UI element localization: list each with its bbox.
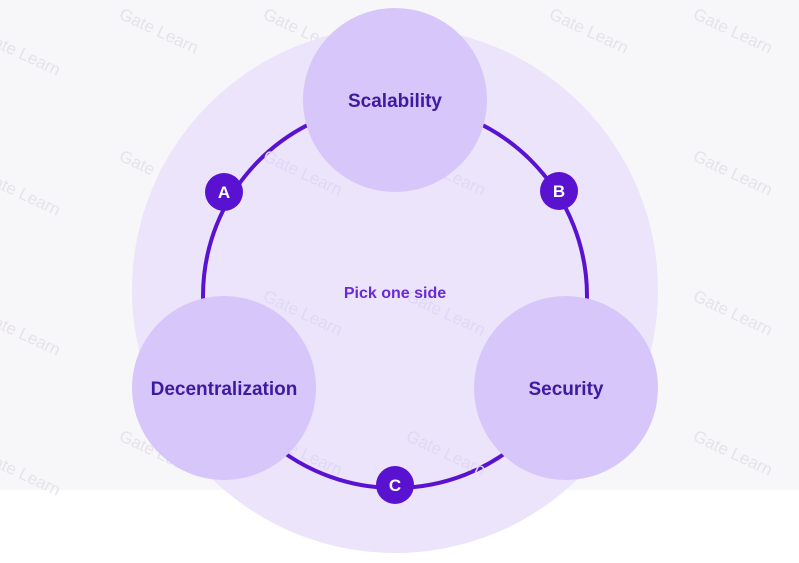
watermark: Gate Learn — [0, 26, 63, 79]
node-circle — [474, 296, 658, 480]
node-label-scalability: Scalability — [348, 91, 442, 112]
edge-badge-b: B — [540, 172, 578, 210]
node-label-decentralization: Decentralization — [151, 379, 298, 400]
badge-label-a: A — [218, 183, 230, 202]
node-decentralization: Decentralization — [132, 296, 316, 480]
watermark: Gate Learn — [690, 146, 775, 199]
badge-label-c: C — [389, 476, 401, 495]
watermark: Gate Learn — [690, 286, 775, 339]
watermark: Gate Learn — [690, 4, 775, 57]
badge-label-b: B — [553, 182, 565, 201]
edge-badge-a: A — [205, 173, 243, 211]
watermark: Gate Learn — [690, 426, 775, 479]
badge-circle — [540, 172, 578, 210]
node-security: Security — [474, 296, 658, 480]
node-circle — [132, 296, 316, 480]
node-circle — [303, 8, 487, 192]
badge-circle — [376, 466, 414, 504]
watermark: Gate Learn — [116, 4, 201, 57]
watermark: Gate Learn — [0, 446, 63, 499]
watermark: Gate Learn — [546, 4, 631, 57]
node-scalability: Scalability — [303, 8, 487, 192]
watermark: Gate Learn — [0, 306, 63, 359]
badge-circle — [205, 173, 243, 211]
center-label: Pick one side — [344, 285, 446, 302]
node-label-security: Security — [529, 379, 604, 400]
edge-badge-c: C — [376, 466, 414, 504]
watermark: Gate Learn — [0, 166, 63, 219]
